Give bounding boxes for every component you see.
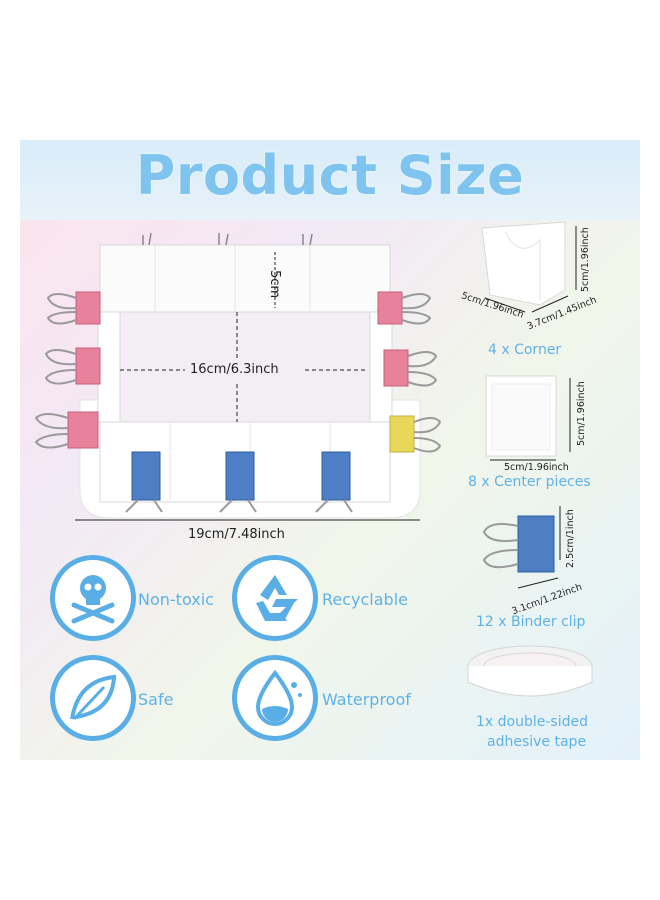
- safe-label: Safe: [138, 690, 174, 709]
- recyclable-badge: [232, 555, 318, 641]
- tape-caption-line1: 1x double-sided: [476, 714, 588, 730]
- binder-clip-blue: [315, 451, 353, 513]
- tape-roll-illustration: [467, 645, 593, 697]
- binder-clip-pink: [44, 347, 101, 385]
- product-size-panel: Product Size: [20, 140, 640, 760]
- binder-clip-blue: [125, 451, 163, 513]
- recycle-icon: [256, 575, 298, 621]
- center-piece-illustration: [485, 375, 571, 461]
- page-title: Product Size: [135, 144, 525, 207]
- recyclable-label: Recyclable: [322, 590, 408, 609]
- clip-caption: 12 x Binder clip: [476, 614, 586, 630]
- binder-clip-pink: [377, 291, 432, 325]
- title-band: [20, 140, 640, 220]
- non-toxic-badge: [50, 555, 136, 641]
- binder-clip-pink: [46, 291, 101, 325]
- waterproof-label: Waterproof: [322, 690, 411, 709]
- corner-dim-c: 5cm/1.96inch: [580, 227, 591, 292]
- skull-crossbones-icon: [71, 575, 115, 624]
- binder-clip-pink: [383, 349, 438, 387]
- corner-piece-illustration: [481, 221, 577, 313]
- binder-clip-blue: [219, 451, 257, 513]
- safe-badge: [50, 655, 136, 741]
- leaf-icon: [70, 674, 117, 721]
- height-label: 5cm: [267, 270, 282, 299]
- center-dim-b: 5cm/1.96inch: [576, 381, 587, 446]
- clip-dim-a: 2.5cm/1inch: [565, 509, 576, 568]
- inner-width-label: 16cm/6.3inch: [190, 362, 279, 377]
- center-dim-a: 5cm/1.96inch: [504, 462, 569, 473]
- waterproof-badge: [232, 655, 318, 741]
- water-drop-icon: [255, 669, 302, 726]
- binder-clip-yellow: [389, 415, 442, 453]
- non-toxic-label: Non-toxic: [138, 590, 214, 609]
- center-caption: 8 x Center pieces: [468, 474, 591, 490]
- binder-clip-pink: [34, 411, 99, 449]
- mold-frame-illustration: [34, 221, 593, 697]
- tape-caption-line2: adhesive tape: [487, 734, 587, 750]
- outer-width-label: 19cm/7.48inch: [188, 527, 285, 542]
- binder-clip-illustration: [482, 506, 561, 589]
- corner-caption: 4 x Corner: [488, 342, 562, 358]
